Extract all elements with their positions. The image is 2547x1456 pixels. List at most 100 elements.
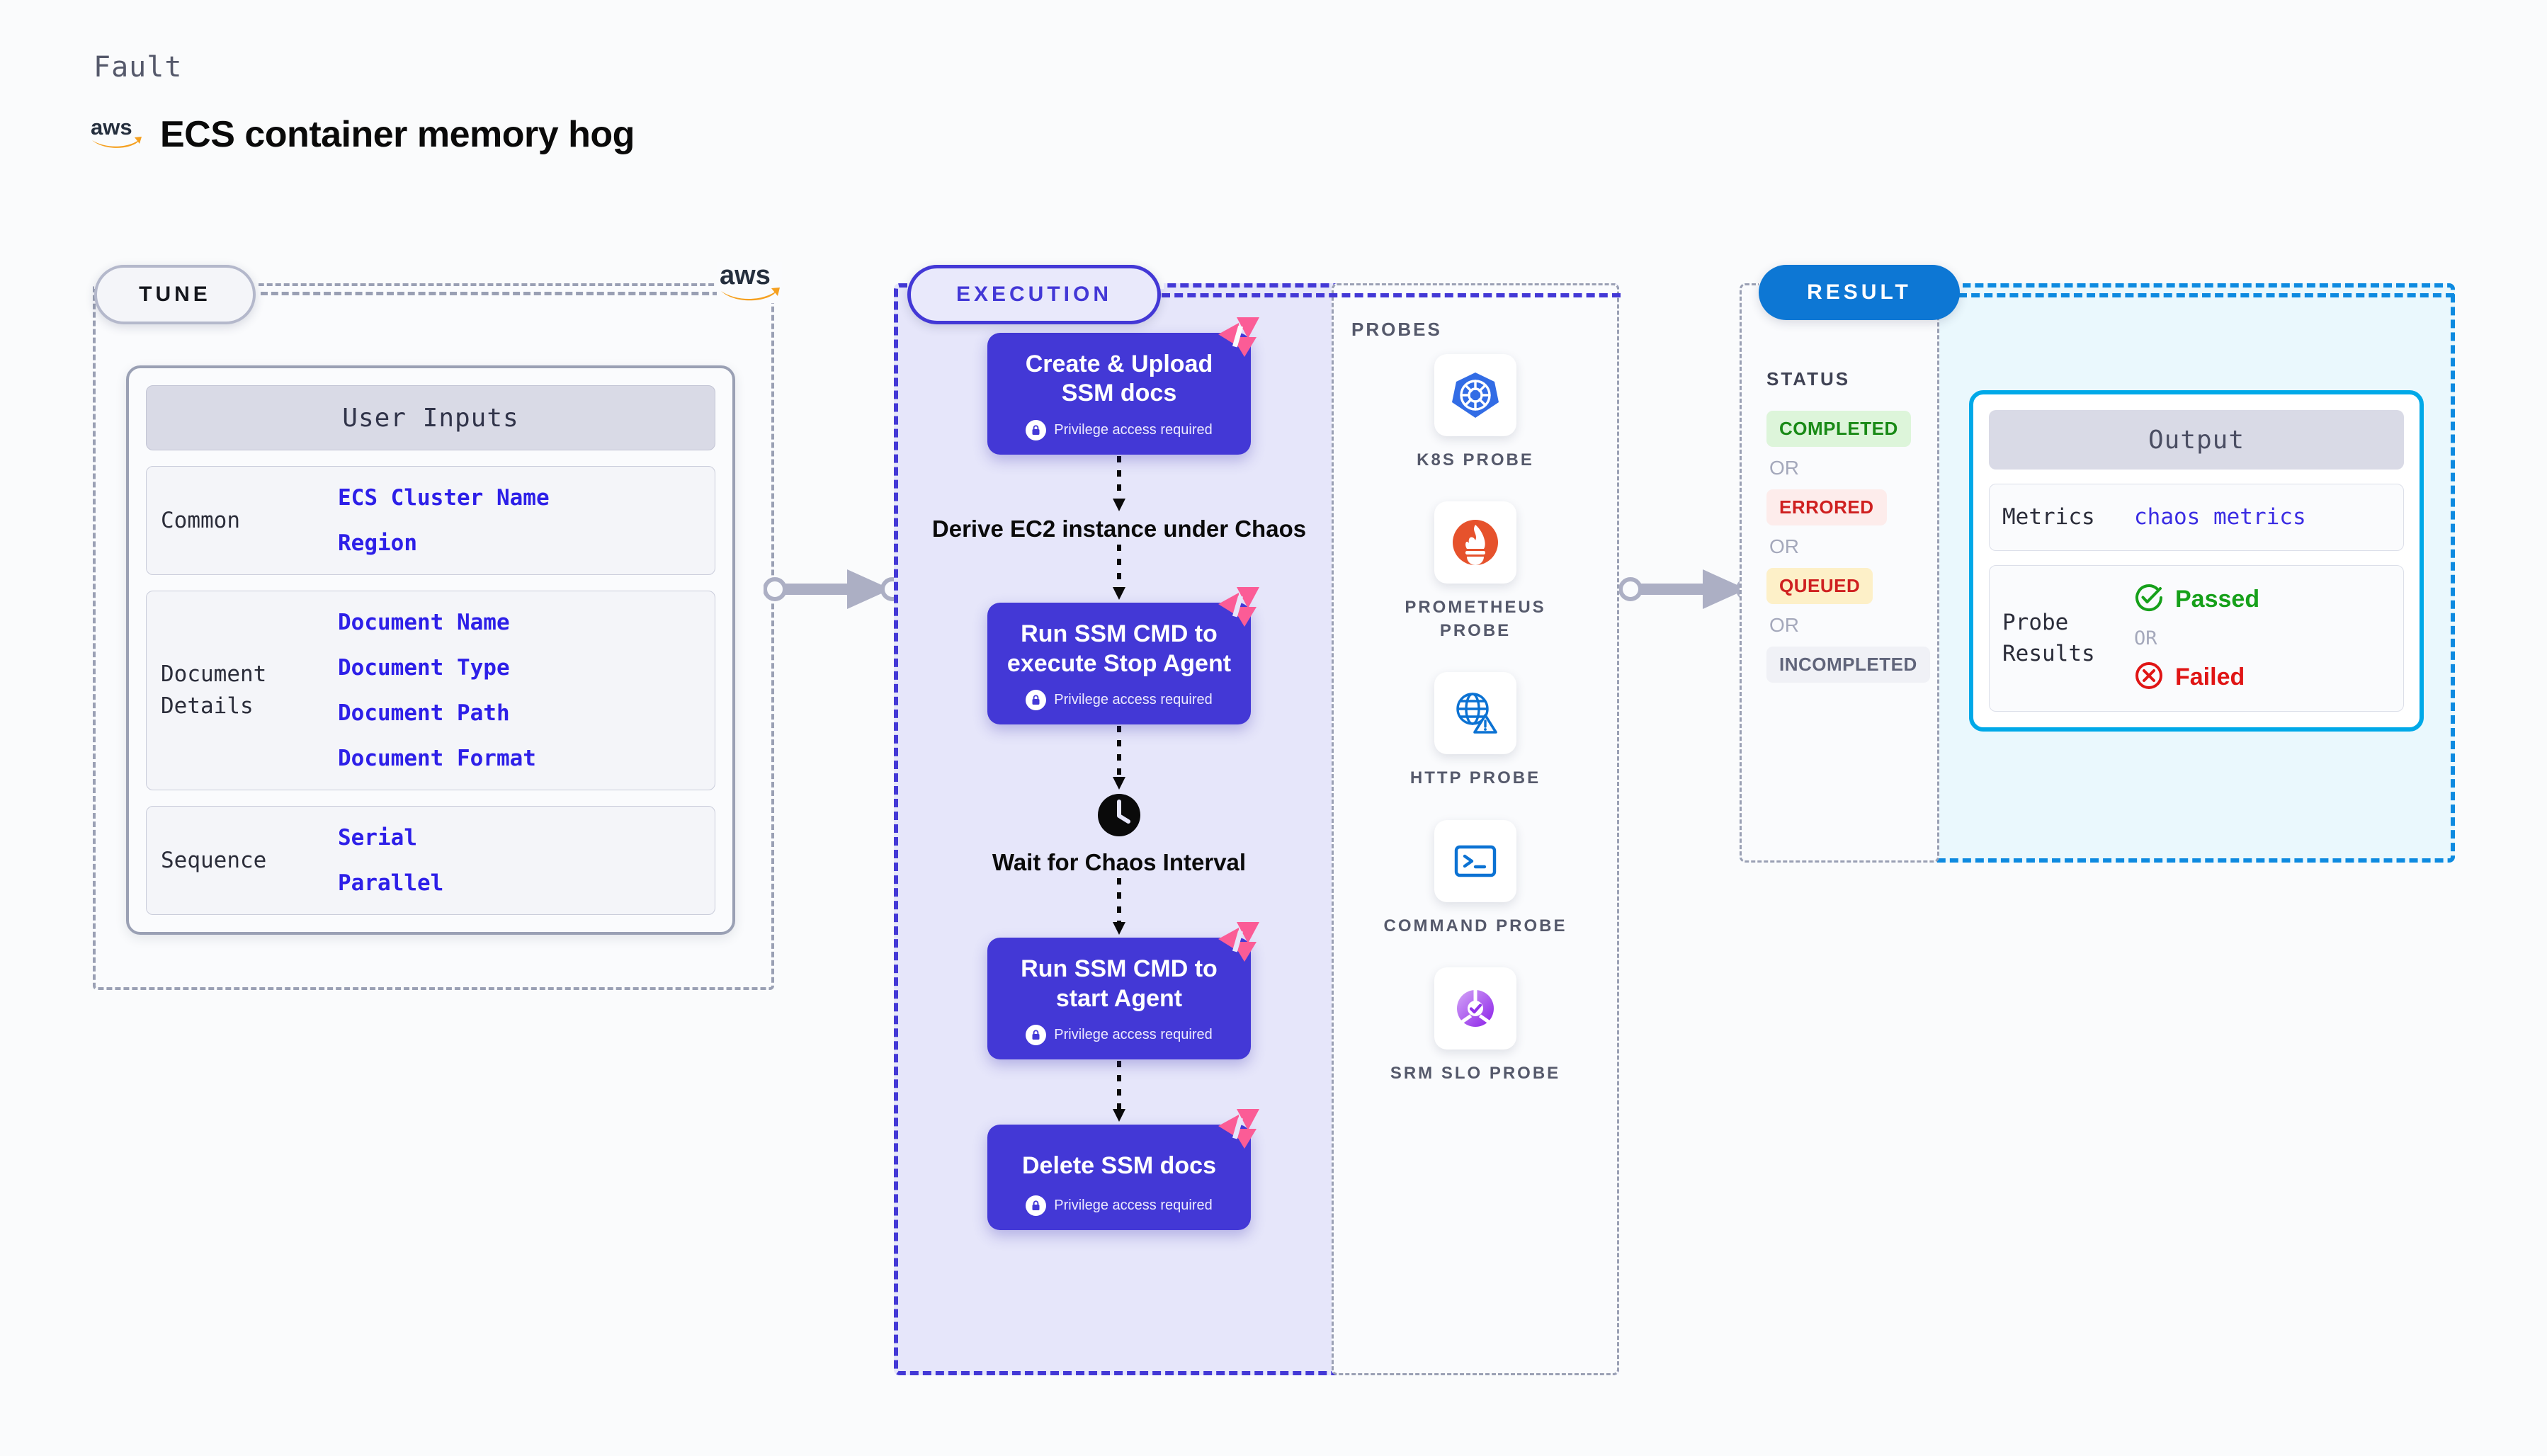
chaos-ribbon-icon bbox=[1215, 919, 1262, 967]
passed-label: Passed bbox=[2175, 585, 2260, 613]
kubernetes-icon bbox=[1434, 354, 1516, 436]
terminal-icon bbox=[1434, 819, 1516, 902]
user-inputs-card: User Inputs Common ECS Cluster Name Regi… bbox=[126, 365, 735, 935]
probe-result-failed: Failed bbox=[2134, 661, 2259, 694]
input-value[interactable]: Document Path bbox=[338, 700, 510, 726]
lock-icon bbox=[1026, 690, 1047, 711]
flow-step-wait-for-chaos-interval: Wait for Chaos Interval bbox=[992, 848, 1246, 877]
status-or-label: OR bbox=[1769, 457, 1799, 479]
status-badge-queued: QUEUED bbox=[1766, 568, 1873, 604]
flow-step-privilege-note: Privilege access required bbox=[1000, 419, 1238, 440]
chaos-ribbon-icon bbox=[1215, 1106, 1262, 1154]
flow-step-delete-ssm-docs[interactable]: Delete SSM docs Privilege access require… bbox=[987, 1109, 1259, 1230]
failed-label: Failed bbox=[2175, 663, 2245, 690]
status-list: COMPLETED OR ERRORED OR QUEUED OR INCOMP… bbox=[1766, 411, 1930, 683]
flow-arrow-4 bbox=[1108, 877, 1130, 938]
input-value[interactable]: Document Format bbox=[338, 746, 536, 771]
probe-label: PROMETHEUS PROBE bbox=[1405, 598, 1546, 640]
lock-icon bbox=[1026, 419, 1047, 440]
aws-logo-icon-tune: aws bbox=[717, 261, 782, 307]
probes-list: K8S PROBE PROMETHEUS PROBE bbox=[1367, 354, 1584, 1085]
input-value[interactable]: Region bbox=[338, 530, 417, 556]
probe-srm-slo[interactable]: SRM SLO PROBE bbox=[1390, 967, 1560, 1085]
output-card-title: Output bbox=[1989, 410, 2404, 470]
svg-text:aws: aws bbox=[91, 117, 132, 140]
input-value[interactable]: ECS Cluster Name bbox=[338, 485, 550, 511]
execution-dashed-connector bbox=[1162, 293, 1621, 297]
flow-arrow-5 bbox=[1108, 1059, 1130, 1125]
privilege-label: Privilege access required bbox=[1054, 421, 1213, 438]
input-value[interactable]: Document Type bbox=[338, 655, 510, 681]
output-group-metrics: Metrics chaos metrics bbox=[1989, 484, 2404, 551]
probe-results-values: Passed OR Failed bbox=[2134, 583, 2259, 694]
probe-prometheus[interactable]: PROMETHEUS PROBE bbox=[1367, 501, 1584, 642]
probe-k8s[interactable]: K8S PROBE bbox=[1417, 354, 1534, 472]
input-group-label: Common bbox=[161, 507, 240, 533]
flow-step-create-upload-ssm-docs[interactable]: Create & Upload SSM docs Privilege acces… bbox=[987, 317, 1259, 455]
flow-step-title: Derive EC2 instance under Chaos bbox=[931, 515, 1307, 542]
tune-stage-badge[interactable]: TUNE bbox=[94, 265, 256, 324]
privilege-label: Privilege access required bbox=[1054, 1027, 1213, 1043]
privilege-label: Privilege access required bbox=[1054, 1197, 1213, 1213]
input-group-values: Serial Parallel bbox=[338, 825, 443, 896]
probe-command[interactable]: COMMAND PROBE bbox=[1383, 819, 1567, 938]
probe-label: SRM SLO PROBE bbox=[1390, 1063, 1561, 1083]
input-group-values: Document Name Document Type Document Pat… bbox=[338, 610, 536, 771]
input-value[interactable]: Serial bbox=[338, 825, 417, 851]
x-circle-icon bbox=[2134, 661, 2164, 694]
probe-results-or-label: OR bbox=[2134, 627, 2157, 649]
tune-dashed-connector bbox=[261, 292, 720, 295]
probe-http[interactable]: HTTP PROBE bbox=[1410, 672, 1541, 790]
metrics-value[interactable]: chaos metrics bbox=[2134, 504, 2306, 530]
probe-label: COMMAND PROBE bbox=[1383, 916, 1567, 935]
execution-stage-badge[interactable]: EXECUTION bbox=[907, 265, 1161, 324]
flow-step-run-ssm-cmd-start-agent[interactable]: Run SSM CMD to start Agent Privilege acc… bbox=[987, 922, 1259, 1060]
page-title-row: aws ECS container memory hog bbox=[91, 113, 635, 156]
chaos-ribbon-icon bbox=[1215, 584, 1262, 632]
flow-step-title: Run SSM CMD to execute Stop Agent bbox=[1006, 620, 1232, 677]
flow-step-privilege-note: Privilege access required bbox=[1000, 1025, 1238, 1046]
result-dashed-connector bbox=[1958, 293, 2454, 297]
status-badge-errored: ERRORED bbox=[1766, 489, 1887, 525]
status-badge-completed: COMPLETED bbox=[1766, 411, 1911, 447]
prometheus-icon bbox=[1434, 501, 1516, 584]
status-badge-incompleted: INCOMPLETED bbox=[1766, 647, 1930, 683]
user-inputs-title: User Inputs bbox=[146, 385, 715, 450]
status-title: STATUS bbox=[1766, 368, 1851, 389]
lock-icon bbox=[1026, 1195, 1047, 1216]
flow-arrow-3 bbox=[1108, 724, 1130, 792]
arrow-tune-to-execution bbox=[763, 567, 905, 615]
input-group-label: Sequence bbox=[161, 847, 267, 873]
execution-flow: Create & Upload SSM docs Privilege acces… bbox=[914, 317, 1324, 1230]
probe-result-passed: Passed bbox=[2134, 583, 2259, 616]
result-stage-badge[interactable]: RESULT bbox=[1759, 265, 1960, 320]
srm-slo-icon bbox=[1434, 967, 1516, 1050]
page-title: ECS container memory hog bbox=[160, 114, 635, 155]
flow-step-run-ssm-cmd-stop-agent[interactable]: Run SSM CMD to execute Stop Agent Privil… bbox=[987, 587, 1259, 725]
aws-logo-icon: aws bbox=[91, 115, 143, 153]
chaos-ribbon-icon bbox=[1215, 314, 1262, 362]
svg-text:aws: aws bbox=[720, 262, 771, 290]
flow-arrow-2 bbox=[1108, 543, 1130, 603]
probes-title: PROBES bbox=[1351, 319, 1442, 340]
flow-step-privilege-note: Privilege access required bbox=[1000, 690, 1238, 711]
flow-step-title: Delete SSM docs bbox=[1022, 1152, 1216, 1180]
probe-label: K8S PROBE bbox=[1417, 450, 1534, 470]
input-group-sequence: Sequence Serial Parallel bbox=[146, 806, 715, 915]
flow-arrow-1 bbox=[1108, 455, 1130, 514]
probe-label: HTTP PROBE bbox=[1409, 768, 1541, 788]
privilege-label: Privilege access required bbox=[1054, 692, 1213, 708]
input-value[interactable]: Parallel bbox=[338, 870, 444, 896]
flow-step-title: Wait for Chaos Interval bbox=[992, 849, 1247, 876]
flow-step-title: Create & Upload SSM docs bbox=[1025, 351, 1213, 407]
input-group-values: ECS Cluster Name Region bbox=[338, 485, 550, 556]
lock-icon bbox=[1026, 1025, 1047, 1046]
status-or-label: OR bbox=[1769, 535, 1799, 557]
input-value[interactable]: Document Name bbox=[338, 610, 510, 635]
status-or-label: OR bbox=[1769, 614, 1799, 636]
